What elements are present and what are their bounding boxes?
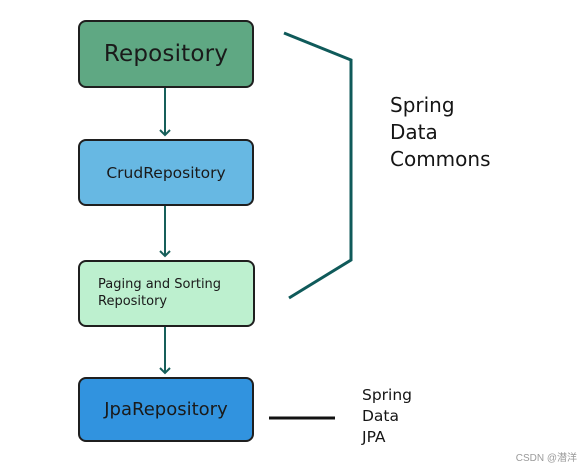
paging-and-sorting-repository-node-label: Paging and Sorting Repository bbox=[98, 277, 221, 311]
crud-repository-node-label: CrudRepository bbox=[106, 163, 226, 182]
paging-label-line-2: Repository bbox=[98, 293, 168, 309]
jpa-label-line-3: JPA bbox=[362, 428, 386, 446]
commons-label-line-3: Commons bbox=[390, 147, 491, 171]
repository-node-label: Repository bbox=[103, 41, 229, 67]
jpa-label-line-2: Data bbox=[362, 407, 400, 425]
commons-label-line-1: Spring bbox=[390, 93, 455, 117]
paging-label-line-1: Paging and Sorting bbox=[98, 276, 222, 292]
jpa-repository-node-label: JpaRepository bbox=[104, 399, 228, 420]
jpa-label-line-1: Spring bbox=[362, 386, 413, 404]
spring-data-commons-label: Spring Data Commons bbox=[390, 92, 491, 173]
repository-node: Repository bbox=[78, 20, 254, 88]
commons-label-line-2: Data bbox=[390, 120, 438, 144]
jpa-repository-node: JpaRepository bbox=[78, 377, 254, 442]
spring-data-jpa-label: Spring Data JPA bbox=[362, 385, 412, 448]
crud-repository-node: CrudRepository bbox=[78, 139, 254, 206]
paging-and-sorting-repository-node: Paging and Sorting Repository bbox=[78, 260, 255, 327]
watermark: CSDN @潜洋 bbox=[515, 453, 577, 464]
spring-data-commons-bracket bbox=[283, 31, 353, 300]
